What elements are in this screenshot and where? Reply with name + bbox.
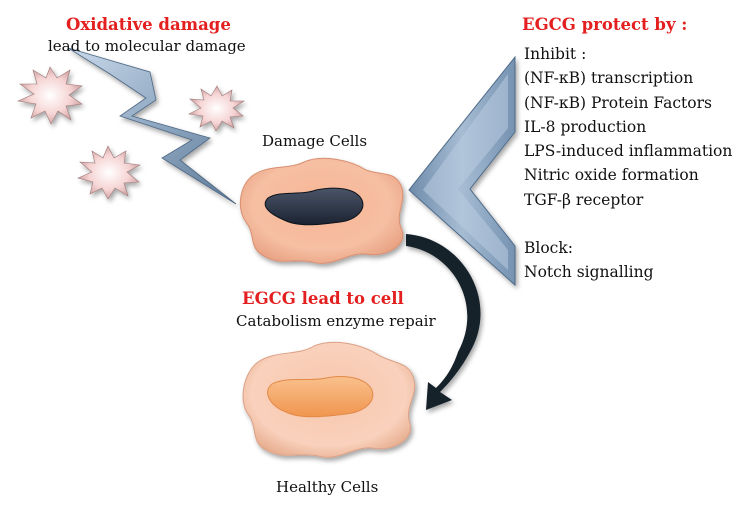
list-item: LPS-induced inflammation — [524, 142, 733, 161]
curved-arrow-icon — [406, 234, 481, 410]
chevron-shape — [408, 55, 516, 287]
healthy-cell — [242, 341, 416, 458]
list-item: Notch signalling — [524, 263, 654, 282]
list-item: TGF-β receptor — [524, 190, 644, 209]
starburst-large — [16, 66, 83, 125]
inhibit-header: Inhibit : — [524, 45, 587, 63]
egcg-protect-list: Inhibit : (NF-κB) transcription (NF-κB) … — [524, 42, 732, 285]
oxidative-subtitle: lead to molecular damage — [48, 37, 246, 55]
healthy-cells-label: Healthy Cells — [276, 478, 379, 496]
egcg-protect-title: EGCG protect by : — [522, 15, 688, 34]
egcg-cell-subtitle: Catabolism enzyme repair — [236, 312, 436, 330]
list-item: Nitric oxide formation — [524, 166, 699, 185]
list-item: IL-8 production — [524, 117, 647, 136]
damaged-cell — [239, 157, 404, 264]
list-item: (NF-κB) transcription — [524, 69, 694, 88]
list-item: (NF-κB) Protein Factors — [524, 93, 712, 112]
damage-cells-label: Damage Cells — [262, 132, 368, 150]
egcg-cell-title: EGCG lead to cell — [242, 289, 404, 308]
block-header: Block: — [524, 239, 573, 258]
starburst-lower — [77, 145, 141, 200]
oxidative-title: Oxidative damage — [66, 15, 231, 34]
list-gap — [524, 212, 732, 236]
lightning-bolt-icon — [67, 47, 237, 205]
starburst-right — [188, 85, 246, 132]
